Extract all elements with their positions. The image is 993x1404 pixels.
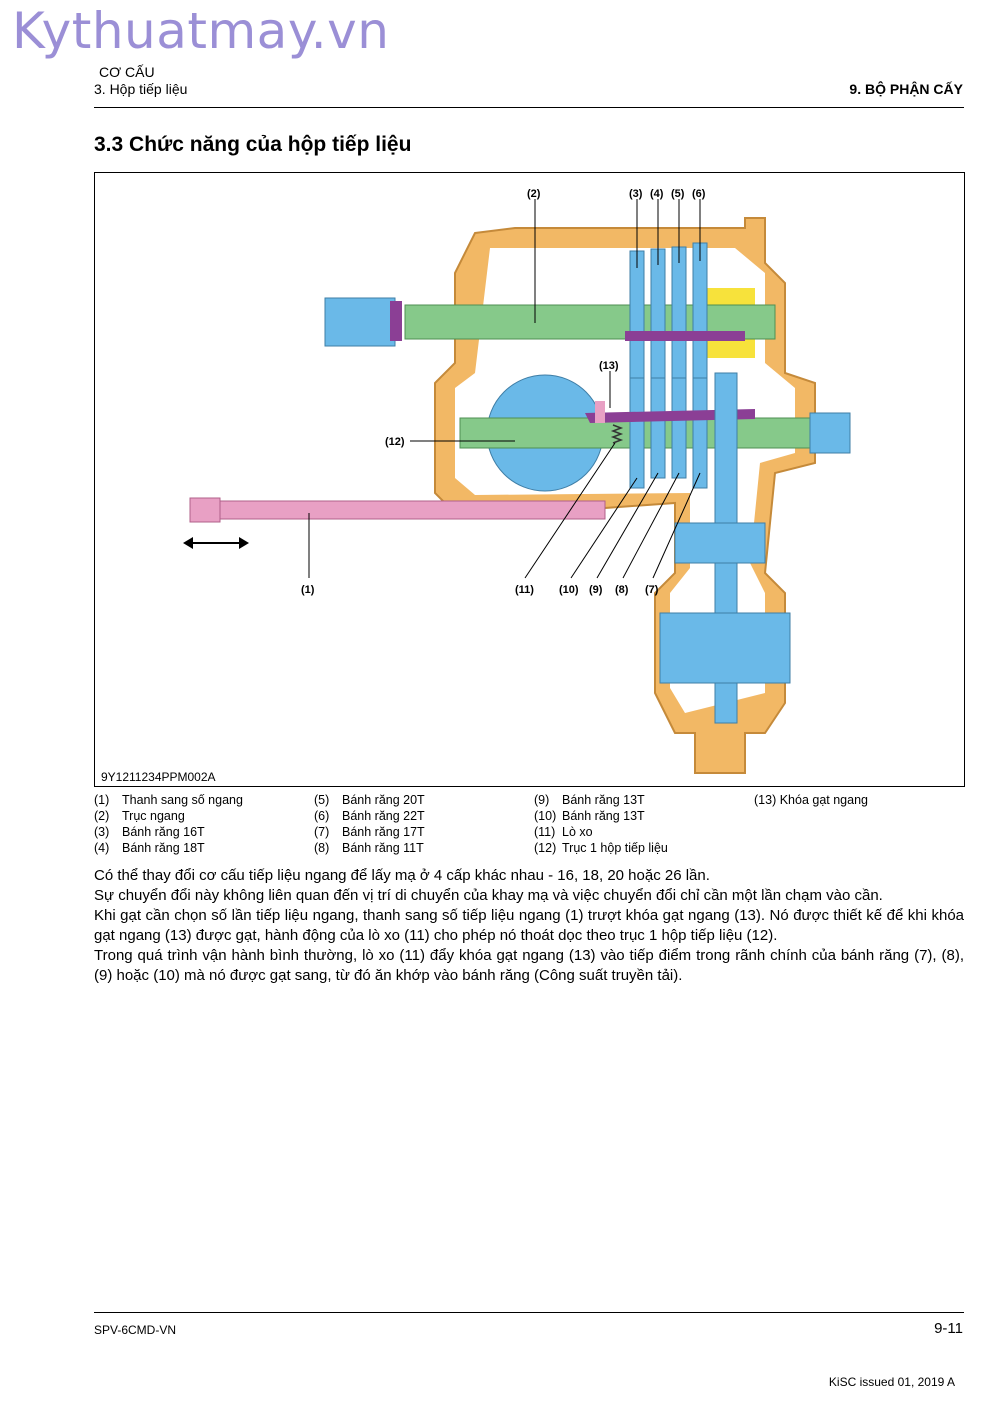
gear-9 [650, 377, 666, 479]
shift-lock-13 [585, 409, 755, 423]
legend-item: (12)Trục 1 hộp tiếp liệu [534, 841, 668, 855]
footer-doc-code: SPV-6CMD-VN [94, 1323, 177, 1337]
legend-item: (8)Bánh răng 11T [314, 841, 424, 855]
legend-column-2: (5)Bánh răng 20T (6)Bánh răng 22T (7)Bán… [314, 792, 425, 856]
callout-2: (2) [527, 188, 541, 200]
gear-7 [692, 377, 708, 489]
legend-item: (7)Bánh răng 17T [314, 825, 425, 839]
callout-7: (7) [645, 584, 659, 596]
legend-item: (9)Bánh răng 13T [534, 793, 645, 807]
callout-10: (10) [559, 584, 579, 596]
figure-code: 9Y1211234PPM002A [101, 770, 216, 784]
shift-lock-tab [595, 401, 605, 423]
header-section: 3. Hộp tiếp liệu [94, 81, 188, 97]
legend-item: (11)Lò xo [534, 825, 593, 839]
paragraph: Sự chuyển đổi này không liên quan đến vị… [94, 887, 883, 904]
callout-9: (9) [589, 584, 603, 596]
gear-10 [629, 377, 645, 489]
spring-11 [610, 424, 624, 444]
legend-item: (6)Bánh răng 22T [314, 809, 425, 823]
housing-inner [455, 248, 795, 713]
callout-11: (11) [515, 584, 534, 596]
callout-12: (12) [385, 436, 405, 448]
left-collar [390, 301, 402, 341]
shifter-rod-1 [194, 500, 606, 520]
shifter-rod-end [189, 497, 221, 523]
double-arrow-icon [183, 537, 249, 549]
legend-item: (4)Bánh răng 18T [94, 841, 205, 855]
right-coupling [809, 412, 851, 454]
callout-4: (4) [650, 188, 664, 200]
mid-block [674, 522, 766, 564]
legend-item: (2)Trục ngang [94, 809, 185, 823]
footer-divider [94, 1312, 964, 1313]
callout-3: (3) [629, 188, 643, 200]
legend-item: (5)Bánh răng 20T [314, 793, 425, 807]
header-right-title: 9. BỘ PHẬN CẤY [849, 81, 963, 97]
legend-column-4: (13) Khóa gạt ngang [754, 792, 868, 808]
legend-item: (1)Thanh sang số ngang [94, 793, 243, 807]
body-text: Có thể thay đổi cơ cấu tiếp liệu ngang đ… [94, 866, 964, 986]
paragraph: Có thể thay đổi cơ cấu tiếp liệu ngang đ… [94, 867, 710, 884]
left-coupling [324, 297, 396, 347]
upper-purple-bar [625, 331, 745, 341]
paragraph: Trong quá trình vận hành bình thường, lò… [94, 947, 964, 984]
page-number: 9-11 [934, 1320, 963, 1337]
callout-5: (5) [671, 188, 685, 200]
callout-13: (13) [599, 360, 619, 372]
issued-note: KiSC issued 01, 2019 A [828, 1375, 955, 1389]
legend-column-1: (1)Thanh sang số ngang (2)Trục ngang (3)… [94, 792, 243, 856]
callout-8: (8) [615, 584, 629, 596]
paragraph: Khi gạt cần chọn số lần tiếp liệu ngang,… [94, 907, 964, 944]
callout-1: (1) [301, 584, 315, 596]
header-divider [94, 107, 964, 108]
leader-lines [308, 199, 701, 579]
legend-item: (10)Bánh răng 13T [534, 809, 645, 823]
watermark: Kythuatmay.vn [12, 2, 390, 60]
gear-8 [671, 377, 687, 479]
legend-column-3: (9)Bánh răng 13T (10)Bánh răng 13T (11)L… [534, 792, 668, 856]
header-chapter: CƠ CẤU [99, 64, 155, 80]
section-title: 3.3 Chức năng của hộp tiếp liệu [94, 133, 412, 156]
gearbox-diagram: (2) (3) (4) (5) (6) (13) (12) (1) (11) (… [183, 188, 851, 774]
figure-frame: (2) (3) (4) (5) (6) (13) (12) (1) (11) (… [94, 172, 965, 787]
legend-item: (3)Bánh răng 16T [94, 825, 205, 839]
callout-6: (6) [692, 188, 706, 200]
legend-item: (13) Khóa gạt ngang [754, 793, 868, 807]
lower-bearing-block [659, 612, 791, 684]
